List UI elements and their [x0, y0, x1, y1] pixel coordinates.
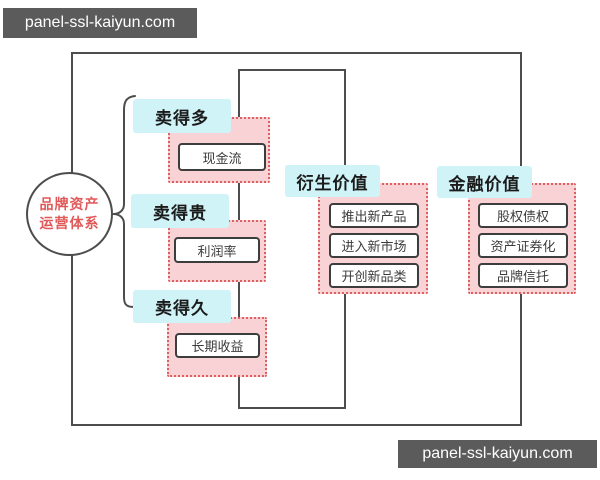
item-equity-debt: 股权债权	[478, 203, 568, 228]
item-brand-trust: 品牌信托	[478, 263, 568, 288]
watermark-bottom-right: panel-ssl-kaiyun.com	[398, 440, 597, 468]
watermark-top-left: panel-ssl-kaiyun.com	[3, 8, 197, 38]
branch-label-derivative-value: 衍生价值	[285, 165, 380, 197]
branch-label-sell-long: 卖得久	[133, 290, 231, 323]
item-launch-new-products: 推出新产品	[329, 203, 419, 228]
item-long-term-returns: 长期收益	[175, 333, 260, 358]
item-create-new-categories: 开创新品类	[329, 263, 419, 288]
root-label-line2: 运营体系	[39, 215, 100, 231]
item-cash-flow: 现金流	[178, 143, 266, 171]
item-asset-securitization: 资产证券化	[478, 233, 568, 258]
root-label-line1: 品牌资产	[39, 196, 100, 213]
branch-label-sell-more: 卖得多	[133, 99, 231, 133]
item-enter-new-markets: 进入新市场	[329, 233, 419, 258]
item-profit-margin: 利润率	[174, 237, 260, 263]
brace-connector	[112, 95, 136, 308]
root-node: 品牌资产 运营体系	[26, 172, 113, 256]
branch-label-sell-expensive: 卖得贵	[131, 194, 229, 228]
branch-label-financial-value: 金融价值	[437, 166, 532, 198]
